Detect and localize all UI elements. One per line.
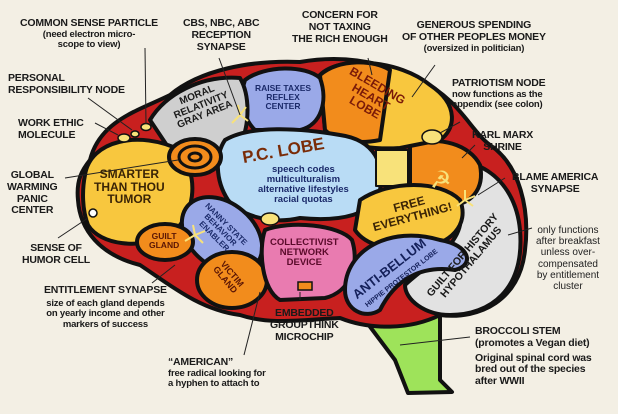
label-note: now functions as the appendix (see colon… [452,88,543,111]
collectivist-label: COLLECTIVIST NETWORK DEVICE [270,237,339,268]
spending-label: GENEROUS SPENDING OF OTHER PEOPLES MONEY… [402,19,546,54]
broccoli-stem-label: BROCCOLI STEM (promotes a Vegan diet) Or… [475,325,592,388]
common-sense-particle [140,122,152,132]
hammer-sickle-icon: ☭ [430,166,452,194]
label-title: PATRIOTISM NODE [452,77,546,89]
raise-taxes-label: RAISE TAXES REFLEX CENTER [255,83,312,111]
common-sense-label: COMMON SENSE PARTICLE (need electron mic… [20,17,158,51]
global-warming-target [167,137,223,177]
groupthink-label: EMBEDDED GROUPTHINK MICROCHIP [270,307,339,343]
american-label: “AMERICAN” free radical looking for a hy… [168,356,266,390]
blame-america-label: BLAME AMERICA SYNAPSE [512,171,599,195]
pc-lobe-list: speech codes multiculturalism alternativ… [258,164,349,205]
label-title: BROCCOLI STEM (promotes a Vegan diet) [475,325,590,349]
groupthink-microchip [297,281,313,291]
taxing-concern-label: CONCERN FOR NOT TAXING THE RICH ENOUGH [292,9,388,45]
american-radical [260,212,280,226]
entitlement-synapse-label: ENTITLEMENT SYNAPSE size of each gland d… [44,284,167,331]
label-note: (need electron micro- scope to view) [42,28,136,51]
label-title: ENTITLEMENT SYNAPSE [44,284,167,296]
label-note: (oversized in politician) [423,42,525,54]
synapses [184,104,476,244]
sense-of-humor-cell [88,208,98,218]
che-portrait [375,149,409,187]
work-ethic-molecule [117,133,131,143]
personal-responsibility-node [130,130,140,138]
media-synapse-label: CBS, NBC, ABC RECEPTION SYNAPSE [183,17,260,53]
label-note: size of each gland depends on yearly inc… [46,297,165,330]
patriotism-label: PATRIOTISM NODE now functions as the app… [452,77,546,111]
label-title: GENEROUS SPENDING OF OTHER PEOPLES MONEY [402,19,546,43]
label-note: free radical looking for a hyphen to att… [168,367,266,390]
personal-responsibility-label: PERSONAL RESPONSIBILITY NODE [8,72,125,96]
work-ethic-label: WORK ETHIC MOLECULE [18,117,84,141]
label-title: COMMON SENSE PARTICLE [20,17,158,29]
label-note: Original spinal cord was bred out of the… [475,351,592,387]
patriotism-node [421,129,443,145]
karl-marx-label: KARL MARX SHRINE [472,129,534,153]
smarter-tumor-label: SMARTER THAN THOU TUMOR [94,167,165,207]
leader-lines [57,47,533,356]
global-warming-label: GLOBAL WARMING PANIC CENTER [7,169,58,217]
anti-bellum-region [343,233,469,316]
sense-of-humor-label: SENSE OF HUMOR CELL [22,242,90,266]
breakfast-note: only functions after breakfast unless ov… [536,225,600,292]
label-title: “AMERICAN” [168,356,234,368]
guilt-gland-label: GUILT GLAND [149,231,180,250]
guilt-gland-region [135,222,195,262]
